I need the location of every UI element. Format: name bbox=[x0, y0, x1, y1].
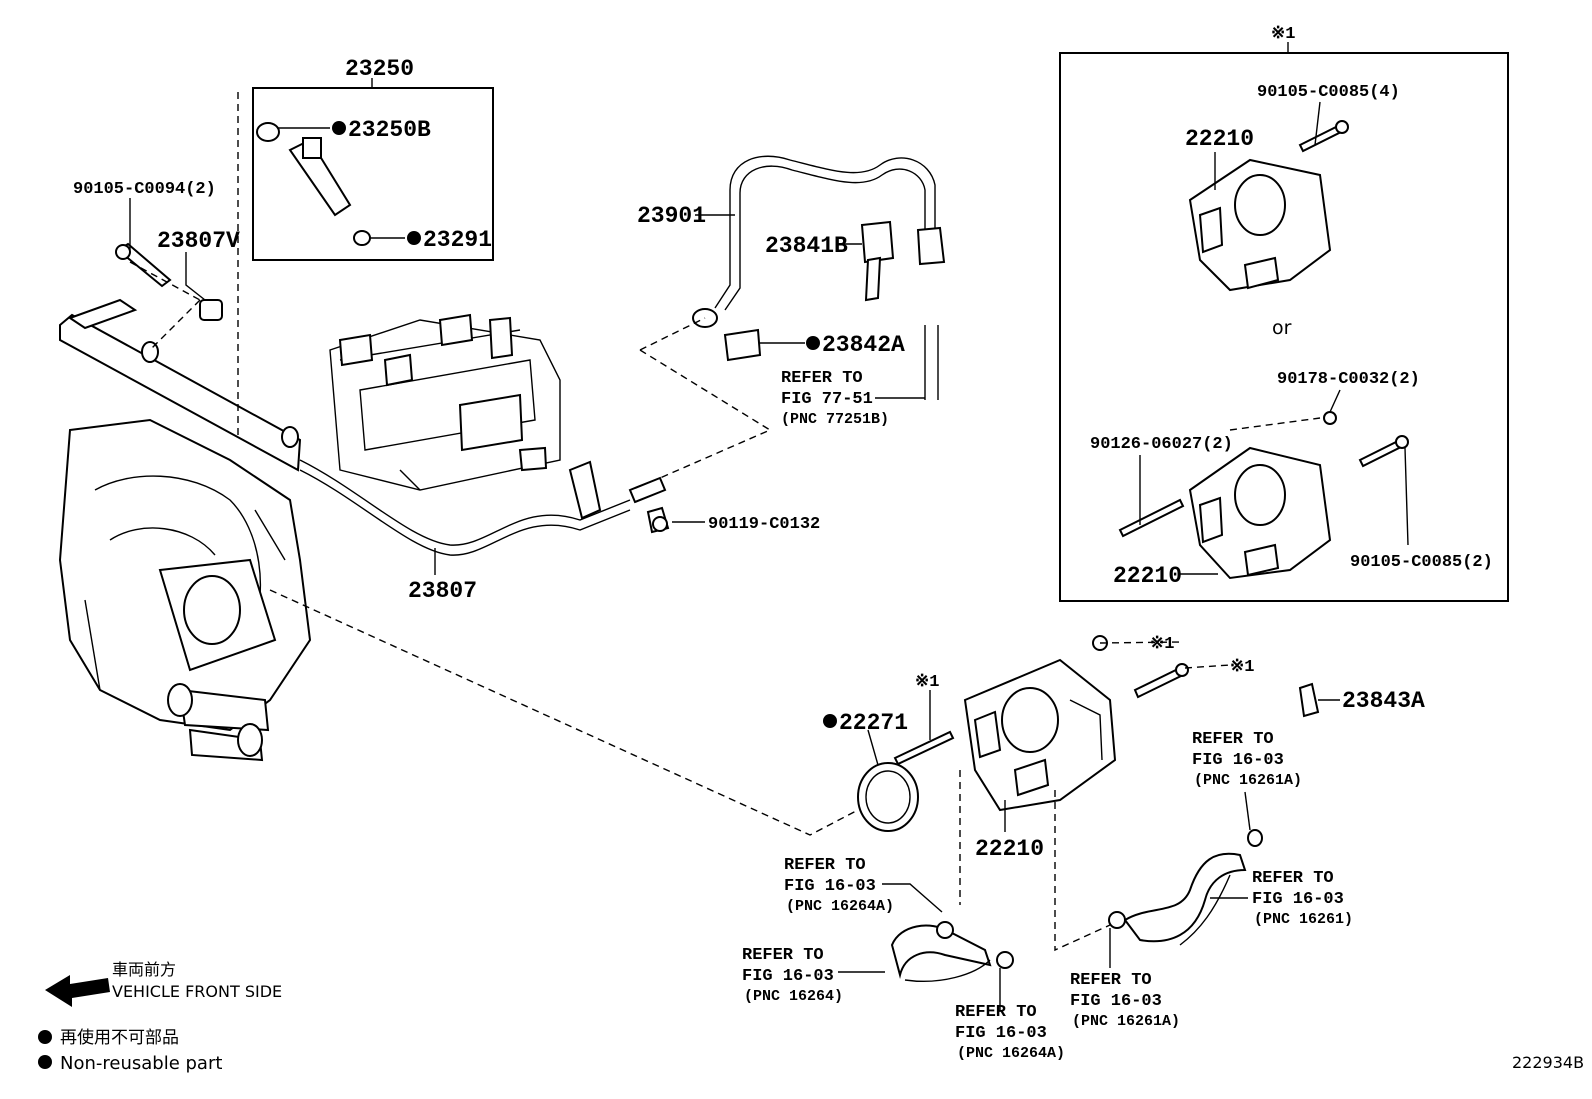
non-reusable-dot bbox=[806, 336, 820, 350]
bolt-clamp-drawing bbox=[115, 242, 223, 321]
injector-box bbox=[252, 87, 494, 261]
ref-pnc: (PNC 16264A) bbox=[786, 898, 894, 915]
ref-16264a-bottom: REFER TO FIG 16-03 (PNC 16264A) bbox=[955, 1003, 1065, 1062]
gasket-22271 bbox=[857, 762, 919, 832]
ref-pnc: (PNC 16264A) bbox=[957, 1045, 1065, 1062]
label-22210-box-bottom: 22210 bbox=[1113, 563, 1182, 589]
leader-lines bbox=[129, 42, 1409, 1010]
throttle-body-main bbox=[893, 635, 1320, 812]
label-23291: 23291 bbox=[423, 227, 492, 253]
ref-16264a-top: REFER TO FIG 16-03 (PNC 16264A) bbox=[784, 856, 894, 915]
fuel-hose-23901 bbox=[692, 155, 946, 400]
label-22210-box-top: 22210 bbox=[1185, 126, 1254, 152]
ref-16264: REFER TO FIG 16-03 (PNC 16264) bbox=[742, 946, 843, 1005]
non-reusable-dot bbox=[407, 231, 421, 245]
legend-front-jp: 車両前方 bbox=[112, 960, 176, 979]
assembly-lines bbox=[129, 92, 1321, 952]
fuel-delivery-pipe-23807 bbox=[59, 298, 667, 556]
ref-pnc: (PNC 16261A) bbox=[1194, 772, 1302, 789]
label-23843a: 23843A bbox=[1342, 688, 1425, 714]
box-ref-mark: ※1 bbox=[1271, 25, 1295, 44]
ref-line2: FIG 16-03 bbox=[1252, 890, 1344, 909]
ref-line1: REFER TO bbox=[742, 946, 824, 965]
ref-pnc: (PNC 77251B) bbox=[781, 411, 889, 428]
label-90126-06027: 90126-06027(2) bbox=[1090, 435, 1233, 454]
ref-pnc: (PNC 16261A) bbox=[1072, 1013, 1180, 1030]
label-23807: 23807 bbox=[408, 578, 477, 604]
mark-ref1-a: ※1 bbox=[915, 673, 939, 692]
part-labels: 23250 23250B 23291 90105-C0094(2) 23807V… bbox=[73, 56, 1425, 862]
ref-line2: FIG 16-03 bbox=[955, 1024, 1047, 1043]
label-90178-c0032: 90178-C0032(2) bbox=[1277, 370, 1420, 389]
label-23842a: 23842A bbox=[822, 332, 905, 358]
ref-line1: REFER TO bbox=[1070, 971, 1152, 990]
label-22271: 22271 bbox=[839, 710, 908, 736]
bullet-dot-icon bbox=[38, 1030, 52, 1044]
legend: 車両前方 VEHICLE FRONT SIDE 再使用不可部品 Non-reus… bbox=[38, 960, 282, 1074]
ref-pnc: (PNC 16264) bbox=[744, 988, 843, 1005]
legend-nonreuse-jp: 再使用不可部品 bbox=[60, 1027, 179, 1048]
ref-line1: REFER TO bbox=[1192, 730, 1274, 749]
label-23807v: 23807V bbox=[157, 228, 240, 254]
bullet-dot-icon bbox=[38, 1055, 52, 1069]
label-22210-main: 22210 bbox=[975, 836, 1044, 862]
legend-front-en: VEHICLE FRONT SIDE bbox=[112, 982, 282, 1001]
legend-nonreuse-en: Non-reusable part bbox=[60, 1053, 222, 1074]
label-or: or bbox=[1272, 317, 1292, 339]
ref-line2: FIG 16-03 bbox=[784, 877, 876, 896]
diagram-id: 222934B bbox=[1512, 1053, 1584, 1072]
ref-line1: REFER TO bbox=[955, 1003, 1037, 1022]
intake-manifold-drawing bbox=[58, 418, 312, 762]
bolt-90119-drawing bbox=[646, 506, 670, 534]
variant-box-labels: ※1 90105-C0085(4) 22210 or 90178-C0032(2… bbox=[1090, 25, 1493, 589]
ref-line2: FIG 77-51 bbox=[781, 390, 873, 409]
reference-notes: REFER TO FIG 77-51 (PNC 77251B) REFER TO… bbox=[742, 369, 1353, 1062]
ref-pnc: (PNC 16261) bbox=[1254, 911, 1353, 928]
non-reusable-dot bbox=[332, 121, 346, 135]
label-90119-c0132: 90119-C0132 bbox=[708, 515, 820, 534]
mark-ref1-c: ※1 bbox=[1230, 658, 1254, 677]
label-23250: 23250 bbox=[345, 56, 414, 82]
ref-line1: REFER TO bbox=[1252, 869, 1334, 888]
label-23841b: 23841B bbox=[765, 233, 848, 259]
label-23250b: 23250B bbox=[348, 117, 431, 143]
ref-fig-77-51: REFER TO FIG 77-51 (PNC 77251B) bbox=[781, 369, 889, 428]
ref-line2: FIG 16-03 bbox=[1192, 751, 1284, 770]
ref-line2: FIG 16-03 bbox=[742, 967, 834, 986]
cylinder-head-drawing bbox=[329, 313, 561, 491]
variant-box bbox=[1059, 52, 1509, 602]
ref-16261: REFER TO FIG 16-03 (PNC 16261) bbox=[1252, 869, 1353, 928]
water-hoses bbox=[890, 829, 1263, 982]
label-23901: 23901 bbox=[637, 203, 706, 229]
arrow-left-icon bbox=[45, 975, 110, 1007]
label-90105-c0085-4: 90105-C0085(4) bbox=[1257, 83, 1400, 102]
ref-line1: REFER TO bbox=[784, 856, 866, 875]
ref-16261a-top: REFER TO FIG 16-03 (PNC 16261A) bbox=[1192, 730, 1302, 789]
ref-16261a-bottom: REFER TO FIG 16-03 (PNC 16261A) bbox=[1070, 971, 1180, 1030]
label-90105-c0094: 90105-C0094(2) bbox=[73, 180, 216, 199]
non-reusable-dot bbox=[823, 714, 837, 728]
label-90105-c0085-2: 90105-C0085(2) bbox=[1350, 553, 1493, 572]
ref-line2: FIG 16-03 bbox=[1070, 992, 1162, 1011]
ref-line1: REFER TO bbox=[781, 369, 863, 388]
mark-ref1-b: ※1 bbox=[1150, 635, 1174, 654]
